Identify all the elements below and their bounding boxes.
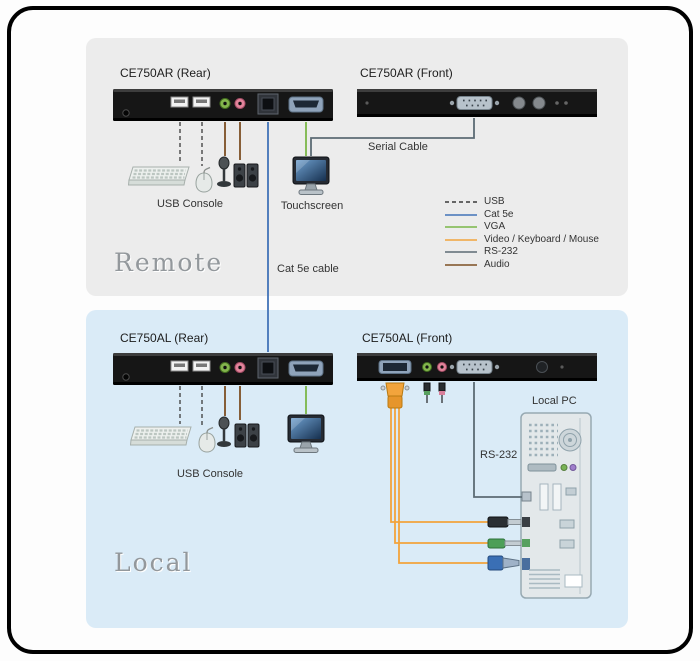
local-rear-device (113, 353, 333, 385)
led (564, 101, 568, 105)
dc-power-jack (122, 373, 130, 381)
serial-port (521, 491, 532, 502)
rs232-label: RS-232 (480, 449, 518, 461)
cat5e-cable-label: Cat 5e cable (277, 263, 339, 275)
legend-item-usb: USB (445, 197, 599, 207)
speakers-icon (233, 163, 259, 188)
pc-tower-icon (520, 412, 592, 599)
led (555, 101, 559, 105)
ps2-port-purple (569, 464, 577, 471)
legend-item-vga: VGA (445, 222, 599, 232)
local-front-device (357, 353, 597, 381)
legend-item-rs232: RS-232 (445, 247, 599, 257)
audio-port (522, 539, 530, 547)
led (365, 101, 369, 105)
legend-item-audio: Audio (445, 259, 599, 270)
audio-line-swatch (445, 264, 477, 266)
dc-power-jack (122, 109, 130, 117)
cat5e-line-swatch (445, 213, 477, 216)
vga-line-swatch (445, 226, 477, 228)
keyboard-icon (130, 426, 192, 446)
usb-line-swatch (445, 201, 477, 203)
vkm-line-swatch (445, 239, 477, 241)
parallel-port (527, 463, 557, 472)
usb-port (522, 517, 530, 527)
microphone-icon (217, 156, 231, 187)
remote-rear-device-label: CE750AR (Rear) (120, 66, 211, 80)
local-section-title: Local (114, 548, 193, 577)
local-rear-device-label: CE750AL (Rear) (120, 331, 209, 345)
remote-rear-device (113, 89, 333, 121)
microphone-icon (217, 416, 231, 447)
drive-bay (539, 483, 549, 511)
select-button (512, 96, 526, 110)
legend-item-cat5e: Cat 5e (445, 209, 599, 220)
remote-section-title: Remote (114, 248, 224, 277)
bottom-grille (529, 569, 560, 589)
speakers-icon (234, 423, 260, 448)
legend-item-video-keyboard-mouse: Video / Keyboard / Mouse (445, 234, 599, 245)
vent-grid (529, 423, 558, 457)
serial-cable-label: Serial Cable (368, 141, 428, 153)
keyboard-icon (128, 166, 190, 186)
touchscreen-label: Touchscreen (280, 200, 344, 212)
ps2-port-green (560, 464, 568, 471)
touchscreen-icon (292, 156, 330, 195)
serial-db9-port (456, 360, 493, 374)
select-button (532, 96, 546, 110)
cable-legend: USB Cat 5e VGA Video / Keyboard / Mouse … (445, 197, 599, 273)
local-front-device-label: CE750AL (Front) (362, 331, 453, 345)
remote-front-device-label: CE750AR (Front) (360, 66, 453, 80)
remote-front-device (357, 89, 597, 117)
serial-db9-port (456, 96, 493, 110)
local-pc-label: Local PC (532, 395, 577, 407)
drive-bay (552, 483, 562, 511)
mouse-icon (198, 426, 216, 453)
rs232-line-swatch (445, 251, 477, 254)
monitor-icon (287, 414, 325, 453)
remote-usb-console-label: USB Console (156, 198, 224, 210)
led (560, 365, 564, 369)
mouse-icon (195, 166, 213, 193)
power-button (536, 361, 548, 373)
vga-port (522, 558, 530, 570)
local-usb-console-label: USB Console (176, 468, 244, 480)
